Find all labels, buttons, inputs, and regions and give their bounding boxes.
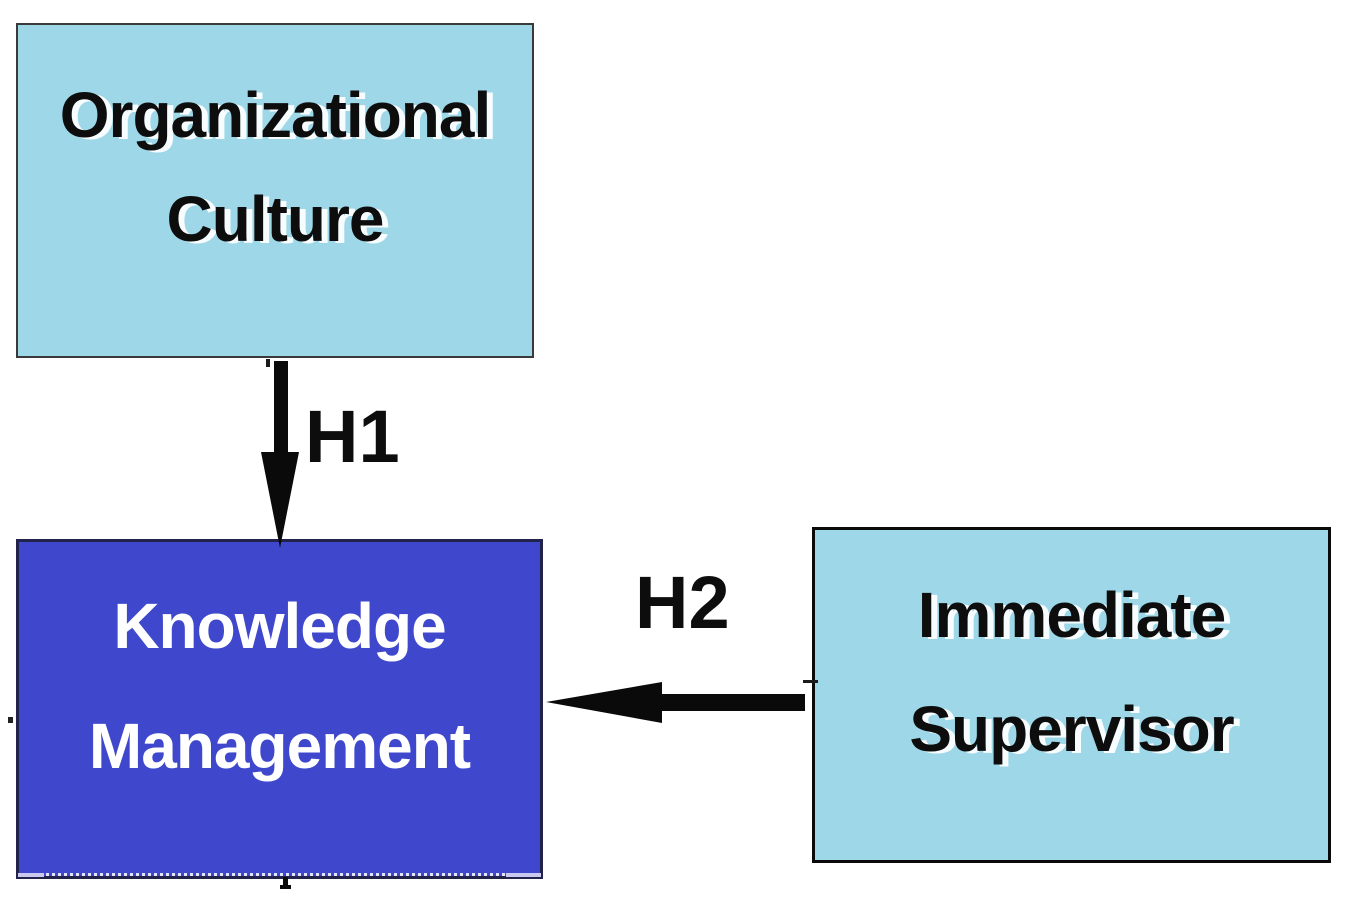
node-label-line: Knowledge — [113, 590, 446, 662]
h2-arrow — [546, 680, 818, 723]
edge-label-h1: H1 — [305, 395, 400, 478]
selection-marquee-artifact — [22, 873, 537, 876]
node-label-line: Management — [88, 710, 471, 782]
node-immediate-supervisor: Immediate Supervisor — [812, 527, 1331, 863]
h1-arrow — [261, 359, 299, 548]
node-label-line: Culture — [166, 183, 385, 255]
node-label-line: Supervisor — [909, 693, 1234, 765]
edge-label-h2: H2 — [635, 561, 730, 644]
selection-handle-artifact — [506, 873, 541, 877]
node-organizational-culture: Organizational Culture — [16, 23, 534, 358]
h1-anchor-tick — [266, 359, 270, 367]
node-label-line: Organizational — [59, 79, 491, 151]
selection-handle-artifact — [18, 873, 44, 877]
node-label-line: Immediate — [917, 579, 1227, 651]
node-knowledge-management: Knowledge Management — [16, 539, 543, 879]
